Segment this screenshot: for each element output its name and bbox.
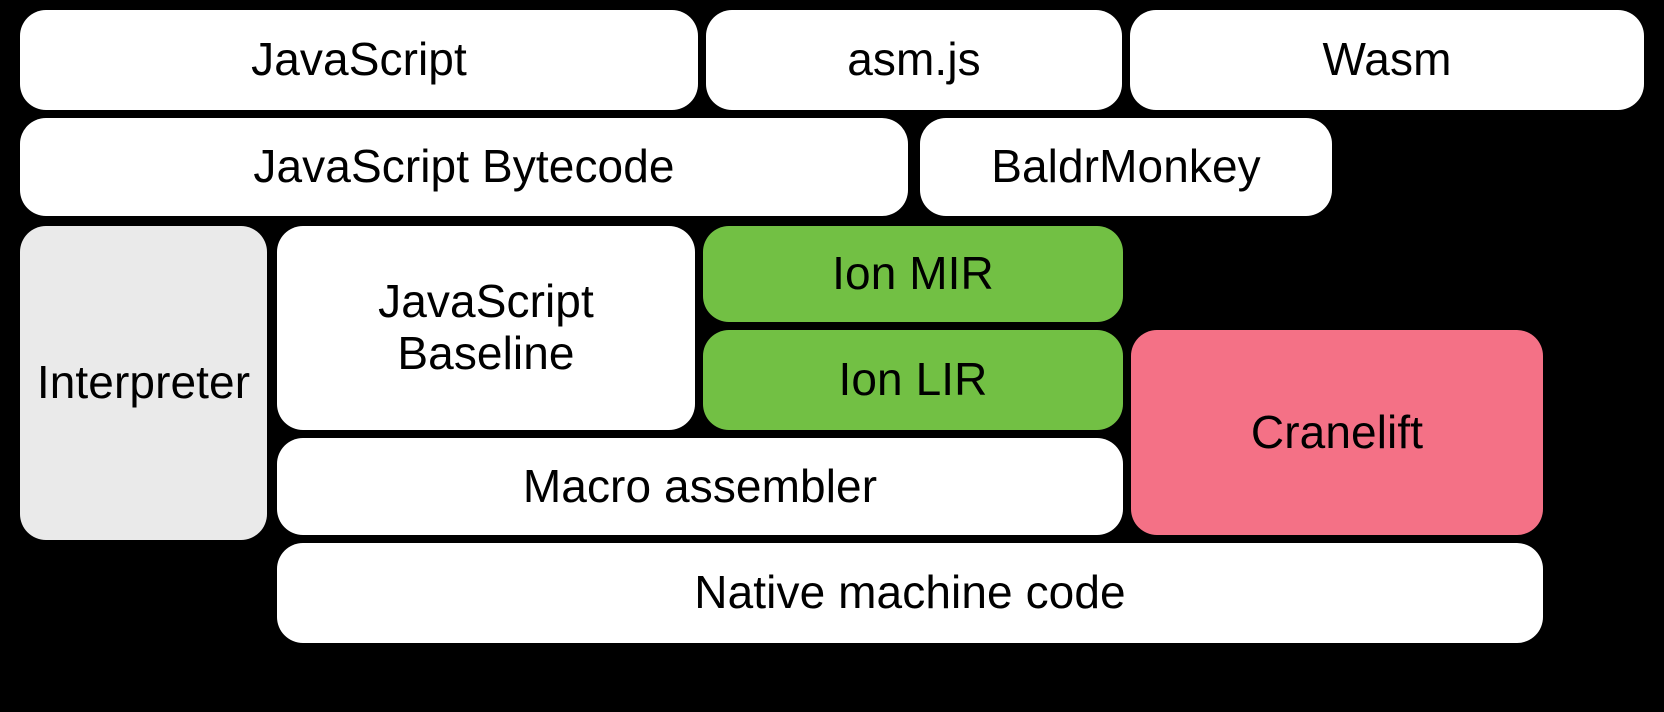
node-javascript[interactable]: JavaScript [20,10,698,110]
node-macro-assembler[interactable]: Macro assembler [277,438,1123,535]
node-javascript-bytecode[interactable]: JavaScript Bytecode [20,118,908,216]
node-wasm[interactable]: Wasm [1130,10,1644,110]
node-asmjs[interactable]: asm.js [706,10,1122,110]
node-javascript-baseline[interactable]: JavaScript Baseline [277,226,695,430]
node-native-machine-code[interactable]: Native machine code [277,543,1543,643]
node-interpreter[interactable]: Interpreter [20,226,267,540]
node-ion-lir[interactable]: Ion LIR [703,330,1123,430]
node-baldrmonkey[interactable]: BaldrMonkey [920,118,1332,216]
node-cranelift[interactable]: Cranelift [1131,330,1543,535]
node-ion-mir[interactable]: Ion MIR [703,226,1123,322]
